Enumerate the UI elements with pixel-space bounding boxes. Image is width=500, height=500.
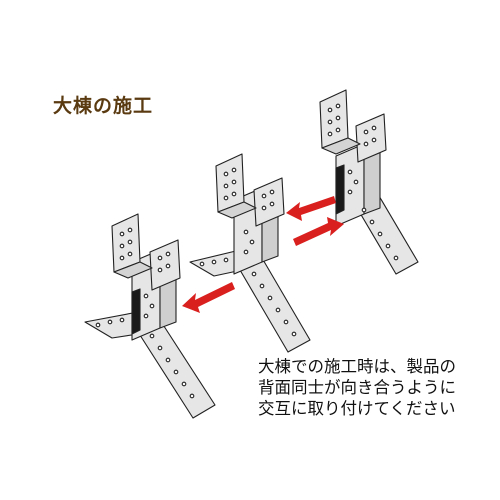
instruction-note: 大棟での施工時は、製品の 背面同士が向き合うように 交互に取り付けてください xyxy=(258,356,488,419)
arrow-lower-left xyxy=(182,282,235,313)
arrow-upper-left xyxy=(286,196,336,221)
bracket-middle xyxy=(189,153,311,353)
bracket-left xyxy=(84,213,216,419)
page-title: 大棟の施工 xyxy=(53,95,154,117)
note-line: 大棟での施工時は、製品の xyxy=(258,357,456,376)
bracket-right xyxy=(319,89,419,275)
note-line: 交互に取り付けてください xyxy=(258,399,456,418)
note-line: 背面同士が向き合うように xyxy=(258,378,456,397)
arrow-middle-right xyxy=(293,217,344,246)
